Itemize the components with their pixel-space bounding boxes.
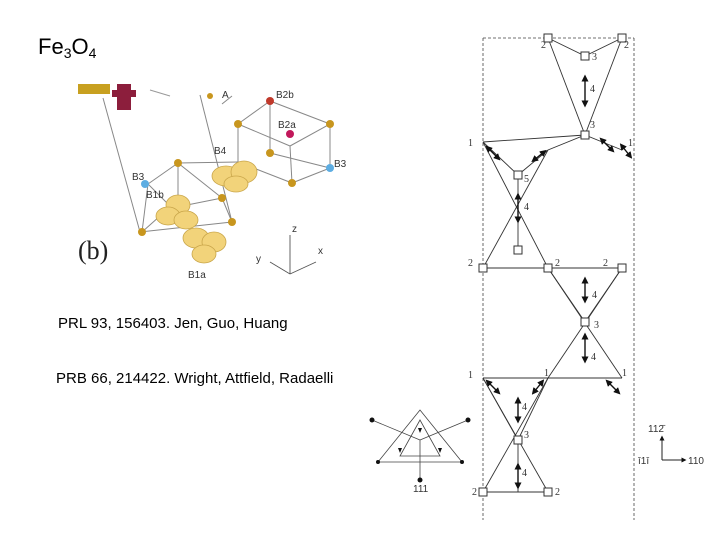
site-label-b3-right: B3 bbox=[334, 159, 347, 170]
site-number: 4 bbox=[590, 84, 595, 95]
site-label-b3-left: B3 bbox=[132, 172, 145, 183]
axis-x: x bbox=[318, 246, 323, 257]
inset-edges bbox=[371, 409, 469, 480]
dashed-frame bbox=[482, 37, 635, 520]
site-number: 2 bbox=[472, 487, 477, 498]
site-label-b4: B4 bbox=[214, 146, 227, 157]
top-cropped-structure bbox=[78, 84, 171, 110]
site-label-b1b: B1b bbox=[146, 190, 164, 201]
site-number: 4 bbox=[524, 202, 529, 213]
site-label-b2a: B2a bbox=[278, 120, 296, 131]
site-number: 3 bbox=[594, 320, 599, 331]
inset-label: 111 bbox=[413, 484, 429, 495]
site-number: 2 bbox=[624, 40, 629, 51]
site-number: 4 bbox=[591, 352, 596, 363]
page-title: Fe3O4 bbox=[38, 34, 97, 61]
site-number: 1 bbox=[468, 370, 473, 381]
atoms bbox=[138, 93, 334, 236]
direction-label-right: 110 bbox=[688, 456, 704, 467]
inset-dots bbox=[369, 417, 471, 483]
site-number: 2 bbox=[555, 258, 560, 269]
site-number: 1 bbox=[628, 138, 633, 149]
axis-z: z bbox=[292, 224, 297, 235]
direction-axes bbox=[659, 435, 687, 463]
site-number: 2 bbox=[555, 487, 560, 498]
site-number: 1 bbox=[468, 138, 473, 149]
site-number: 2 bbox=[603, 258, 608, 269]
site-label-b2b: B2b bbox=[276, 90, 294, 101]
site-number: 1 bbox=[622, 368, 627, 379]
site-label-a: A bbox=[222, 90, 229, 101]
panel-label-b: (b) bbox=[78, 236, 109, 265]
spin-arrows bbox=[485, 74, 633, 490]
reference-prb: PRB 66, 214422. Wright, Attfield, Radael… bbox=[56, 370, 334, 387]
axes-triad bbox=[269, 235, 317, 275]
site-number: 2 bbox=[541, 40, 546, 51]
site-numbers: 2 3 2 4 3 1 1 5 4 2 2 2 4 3 4 1 1 1 4 3 … bbox=[468, 40, 633, 498]
site-number: 4 bbox=[522, 402, 527, 413]
site-number: 3 bbox=[524, 430, 529, 441]
site-squares bbox=[478, 33, 627, 497]
direction-label-top: 112̄ bbox=[648, 424, 666, 435]
site-number: 4 bbox=[522, 468, 527, 479]
site-number: 5 bbox=[524, 174, 529, 185]
orbital-lobes bbox=[155, 160, 258, 264]
site-number: 1 bbox=[544, 368, 549, 379]
site-number: 4 bbox=[592, 290, 597, 301]
site-label-b1a: B1a bbox=[188, 270, 206, 281]
axis-y: y bbox=[256, 254, 261, 265]
direction-label-left: ī1ī bbox=[638, 456, 649, 467]
reference-prl: PRL 93, 156403. Jen, Guo, Huang bbox=[58, 315, 288, 332]
site-number: 3 bbox=[592, 52, 597, 63]
site-number: 2 bbox=[468, 258, 473, 269]
site-number: 3 bbox=[590, 120, 595, 131]
